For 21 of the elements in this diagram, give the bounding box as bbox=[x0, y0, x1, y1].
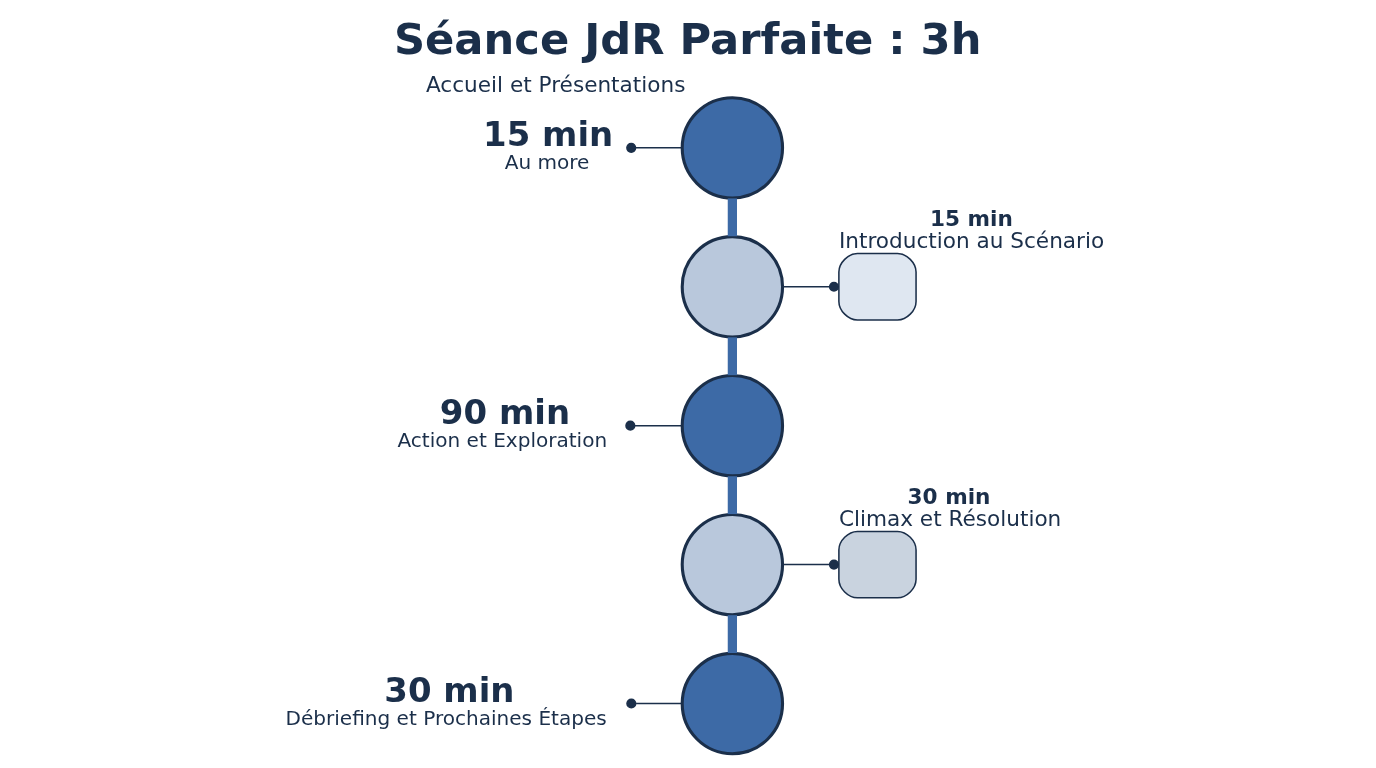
node-circle bbox=[680, 96, 785, 200]
connector bbox=[625, 420, 683, 431]
connector bbox=[727, 615, 737, 653]
node-label: Accueil et Présentations bbox=[425, 71, 686, 97]
node-circle bbox=[680, 512, 785, 617]
connector bbox=[727, 476, 737, 515]
node-box bbox=[838, 530, 917, 599]
connector bbox=[626, 142, 683, 153]
connector bbox=[727, 198, 737, 237]
node-text: 30 min Débriefing et Prochaines Étapes bbox=[285, 670, 607, 730]
connector bbox=[727, 337, 737, 376]
node-circle bbox=[680, 651, 785, 756]
connector bbox=[626, 698, 683, 709]
node-circle bbox=[680, 373, 785, 478]
node-text: 15 min Au more bbox=[483, 114, 614, 175]
node-box bbox=[838, 252, 917, 321]
node-circle bbox=[680, 235, 785, 339]
diagram-title: Séance JdR Parfaite : 3h bbox=[393, 13, 982, 64]
connector bbox=[782, 281, 840, 292]
connector bbox=[782, 559, 840, 570]
node-text: 90 min Action et Exploration bbox=[397, 392, 608, 453]
